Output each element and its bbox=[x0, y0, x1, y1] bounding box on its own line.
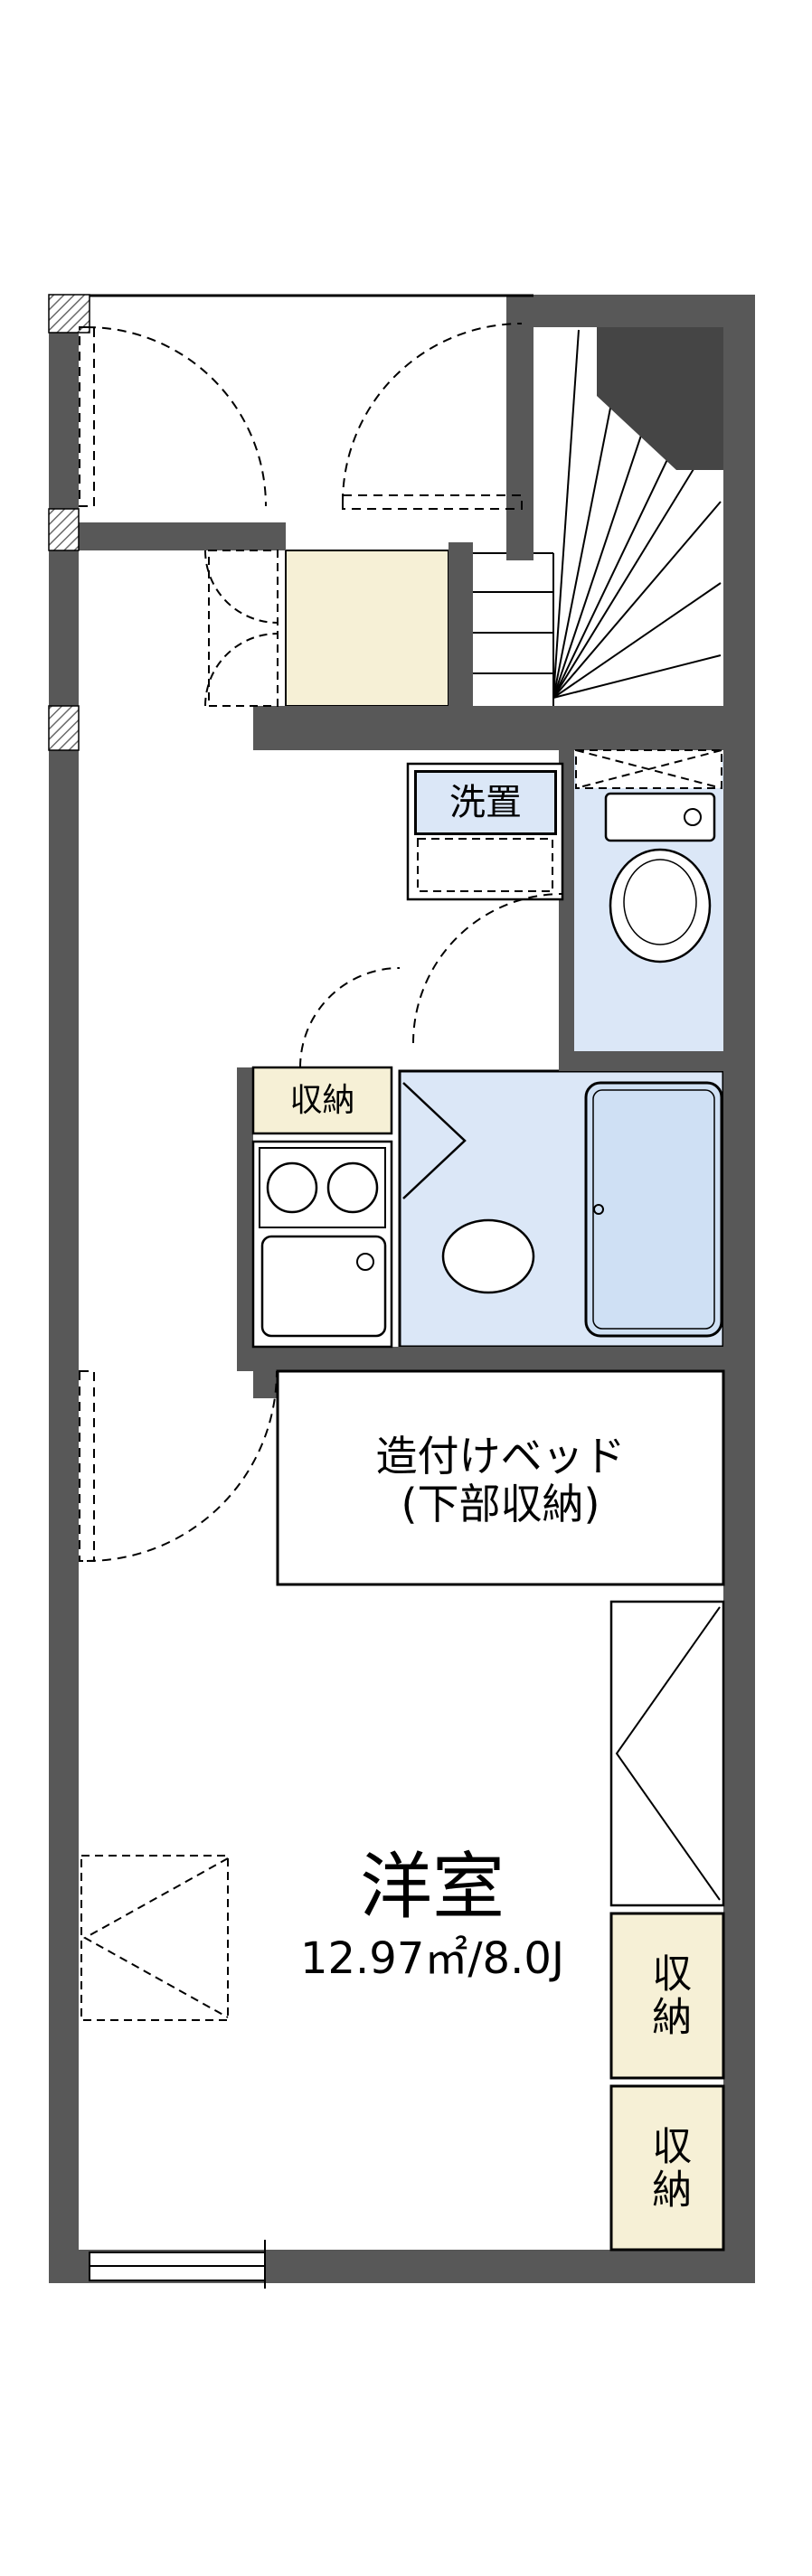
bed-label-line2: (下部収納) bbox=[401, 1479, 600, 1528]
staircase bbox=[473, 327, 723, 706]
shoe-cabinet bbox=[204, 550, 279, 707]
stove-burner-left bbox=[266, 1161, 318, 1214]
pillars bbox=[48, 294, 90, 751]
toilet bbox=[604, 792, 716, 964]
stove-burner-right bbox=[326, 1161, 379, 1214]
bed-label-line1: 造付けベッド bbox=[375, 1431, 626, 1481]
bathtub-knob bbox=[593, 1204, 604, 1215]
bath-drain bbox=[441, 1218, 535, 1294]
washer-label: 洗置 bbox=[414, 770, 557, 835]
room-size-label: 12.97㎡/8.0J bbox=[299, 1933, 565, 1985]
bottom-window bbox=[89, 2240, 266, 2289]
kitchen-stove bbox=[259, 1147, 386, 1228]
entrance-door-arc bbox=[79, 326, 267, 507]
kitchen-door-arc bbox=[299, 967, 401, 1068]
room-door-arc bbox=[79, 1370, 278, 1562]
kitchen-sink bbox=[260, 1235, 387, 1338]
storage-lower-label: 収納 bbox=[645, 2124, 692, 2212]
open-closet bbox=[609, 1600, 725, 1907]
storage-upper-label: 収納 bbox=[645, 1952, 692, 2039]
storage-boxes bbox=[609, 1912, 725, 2252]
bed-area bbox=[276, 1369, 725, 1586]
bathtub bbox=[584, 1081, 723, 1338]
staircase-upper-flight bbox=[597, 327, 723, 470]
hall-door-arc bbox=[342, 323, 523, 510]
wall-right bbox=[723, 295, 755, 2283]
kitchen bbox=[251, 1140, 393, 1349]
bathroom bbox=[402, 1081, 723, 1338]
storage-box-lower bbox=[609, 2084, 725, 2252]
wall-top bbox=[506, 295, 755, 327]
toilet-window bbox=[575, 749, 722, 789]
pillar-left-mid bbox=[48, 508, 80, 551]
genkan-floor bbox=[285, 550, 449, 707]
walls bbox=[49, 294, 755, 2283]
sink-faucet bbox=[356, 1253, 374, 1271]
window-symbol bbox=[80, 1855, 229, 2021]
toilet-door-arc bbox=[412, 893, 563, 1044]
room-name-label: 洋室 bbox=[360, 1844, 505, 1929]
storage-box-upper bbox=[609, 1912, 725, 2080]
hall-storage-box bbox=[251, 1066, 393, 1135]
bed-label: 造付けベッド (下部収納) bbox=[278, 1396, 723, 1564]
hall-storage-label: 収納 bbox=[289, 1081, 355, 1119]
bath-folding-door bbox=[402, 1082, 467, 1199]
wall-left bbox=[49, 295, 79, 2283]
pillar-left-lower bbox=[48, 705, 80, 751]
